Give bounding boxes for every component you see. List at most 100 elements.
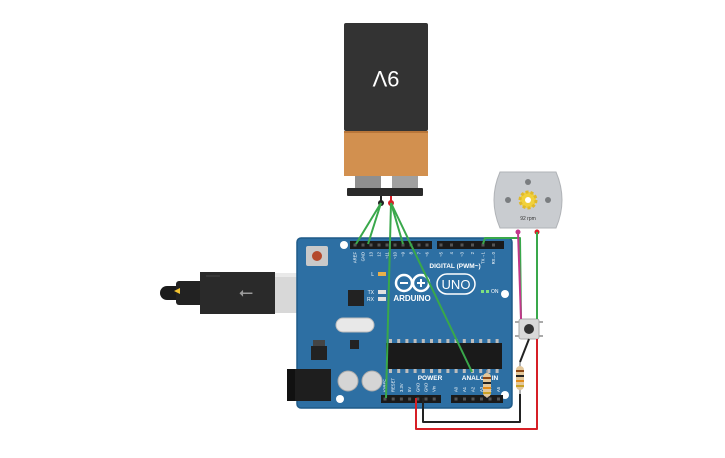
analog-header[interactable] <box>451 395 503 403</box>
dc-motor[interactable]: 92 rpm <box>493 171 563 235</box>
header-pin[interactable] <box>417 243 421 247</box>
battery-terminal-neg <box>355 176 381 188</box>
header-pin[interactable] <box>401 243 405 247</box>
header-pin[interactable] <box>439 243 443 247</box>
mount-hole <box>501 290 509 298</box>
wire-green <box>390 202 404 245</box>
pin-label: 8 <box>409 251 414 254</box>
header-pin[interactable] <box>424 397 428 401</box>
resistor-2[interactable] <box>483 370 491 398</box>
voltage-regulator <box>311 346 327 360</box>
header-pin[interactable] <box>369 243 373 247</box>
pin-label: 2 <box>470 251 475 254</box>
header-pin[interactable] <box>432 397 436 401</box>
capacitor <box>337 370 359 392</box>
digital-header-right[interactable] <box>437 241 504 249</box>
header-pin[interactable] <box>353 243 357 247</box>
led-rx <box>378 297 386 301</box>
battery-9v[interactable]: 9V <box>344 23 428 206</box>
header-pin[interactable] <box>471 243 474 247</box>
pin-label: RESET <box>391 378 396 392</box>
digital-header-left[interactable] <box>350 241 432 249</box>
chip-leg <box>430 369 433 373</box>
header-pin[interactable] <box>497 397 500 401</box>
motor-screw <box>545 197 551 203</box>
reset-button-cap[interactable] <box>312 251 322 261</box>
header-pin[interactable] <box>383 397 387 401</box>
header-pin[interactable] <box>393 243 397 247</box>
chip-leg <box>446 339 450 343</box>
motor-screw <box>505 197 511 203</box>
chip-leg <box>487 339 491 343</box>
led-l <box>378 272 386 276</box>
led-l-label: L <box>371 272 374 278</box>
header-pin[interactable] <box>399 397 403 401</box>
wire-green <box>367 202 382 245</box>
header-pin[interactable] <box>471 397 475 401</box>
motor-screw <box>525 179 531 185</box>
pin-label: RX←0 <box>491 251 496 264</box>
resistor-1[interactable] <box>516 362 524 394</box>
chip-leg <box>438 369 442 373</box>
battery-band-divider <box>344 131 428 133</box>
chip-leg <box>413 369 417 373</box>
motor-rpm-label: 92 rpm <box>520 216 536 222</box>
chip-leg <box>479 369 483 373</box>
header-pin[interactable] <box>454 397 458 401</box>
chip-leg <box>405 369 409 373</box>
wire-magenta <box>517 231 522 320</box>
pushbutton[interactable] <box>515 318 543 340</box>
pin-label: AREF <box>353 252 358 264</box>
header-pin[interactable] <box>385 243 389 247</box>
chip-leg <box>413 339 417 343</box>
chip-leg <box>397 339 401 343</box>
pin-label: Vin <box>432 385 437 392</box>
pin-label: A0 <box>454 386 459 392</box>
header-pin[interactable] <box>480 397 483 401</box>
pin-label: ~10 <box>393 251 398 259</box>
pin-label: TX→1 <box>481 251 486 264</box>
crystal-oscillator <box>335 317 375 333</box>
pin-label: 13 <box>369 251 374 256</box>
header-pin[interactable] <box>492 243 495 247</box>
battery-bottom <box>344 131 428 176</box>
header-pin[interactable] <box>463 397 466 401</box>
header-pin[interactable] <box>450 243 453 247</box>
wires[interactable] <box>355 202 538 430</box>
uno-badge <box>436 273 476 295</box>
chip-leg <box>495 369 499 373</box>
pin-label: 4 <box>449 251 454 254</box>
capacitor <box>361 370 383 392</box>
pin-label: A3 <box>479 386 484 392</box>
chip-leg <box>438 339 442 343</box>
battery-top <box>344 23 428 131</box>
pin-label: A2 <box>471 386 476 392</box>
mount-hole <box>340 241 348 249</box>
chip-leg <box>462 339 466 343</box>
pin-label: 12 <box>377 251 382 256</box>
chip-leg <box>430 339 433 343</box>
pin-label: A5 <box>496 386 501 392</box>
header-pin[interactable] <box>460 243 464 247</box>
chip-leg <box>495 339 499 343</box>
pin-label: GND <box>415 383 420 392</box>
header-pin[interactable] <box>377 243 381 247</box>
header-pin[interactable] <box>408 397 412 401</box>
usb-bolt-icon <box>174 288 180 294</box>
chip-leg <box>421 339 425 343</box>
battery-label: 9V <box>372 66 399 91</box>
header-pin[interactable] <box>488 397 492 401</box>
header-pin[interactable] <box>416 397 420 401</box>
header-pin[interactable] <box>361 243 365 247</box>
chip-leg <box>471 339 474 343</box>
usb-icon: ⭠ <box>239 282 253 302</box>
wire-red <box>415 339 538 430</box>
chip-leg <box>421 369 425 373</box>
header-pin[interactable] <box>481 243 485 247</box>
header-pin[interactable] <box>391 397 395 401</box>
header-pin[interactable] <box>425 243 429 247</box>
